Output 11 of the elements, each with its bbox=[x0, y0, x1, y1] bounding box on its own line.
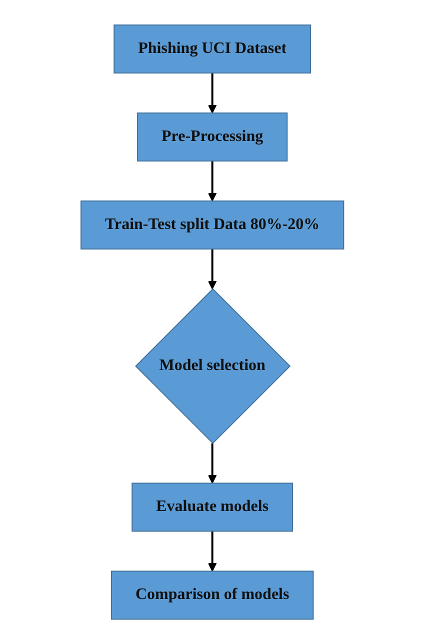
node-box: Pre-Processing bbox=[137, 112, 288, 162]
arrow bbox=[208, 248, 217, 290]
arrow bbox=[208, 443, 217, 484]
node-box: Evaluate models bbox=[132, 482, 294, 532]
arrow bbox=[208, 531, 217, 572]
arrow bbox=[208, 160, 217, 202]
node-box: Comparison of models bbox=[111, 570, 314, 620]
node-box: Train-Test split Data 80%-20% bbox=[80, 200, 344, 250]
node-box: Phishing UCI Dataset bbox=[114, 24, 312, 74]
arrow bbox=[208, 72, 217, 114]
node-diamond: Model selection bbox=[135, 288, 291, 444]
